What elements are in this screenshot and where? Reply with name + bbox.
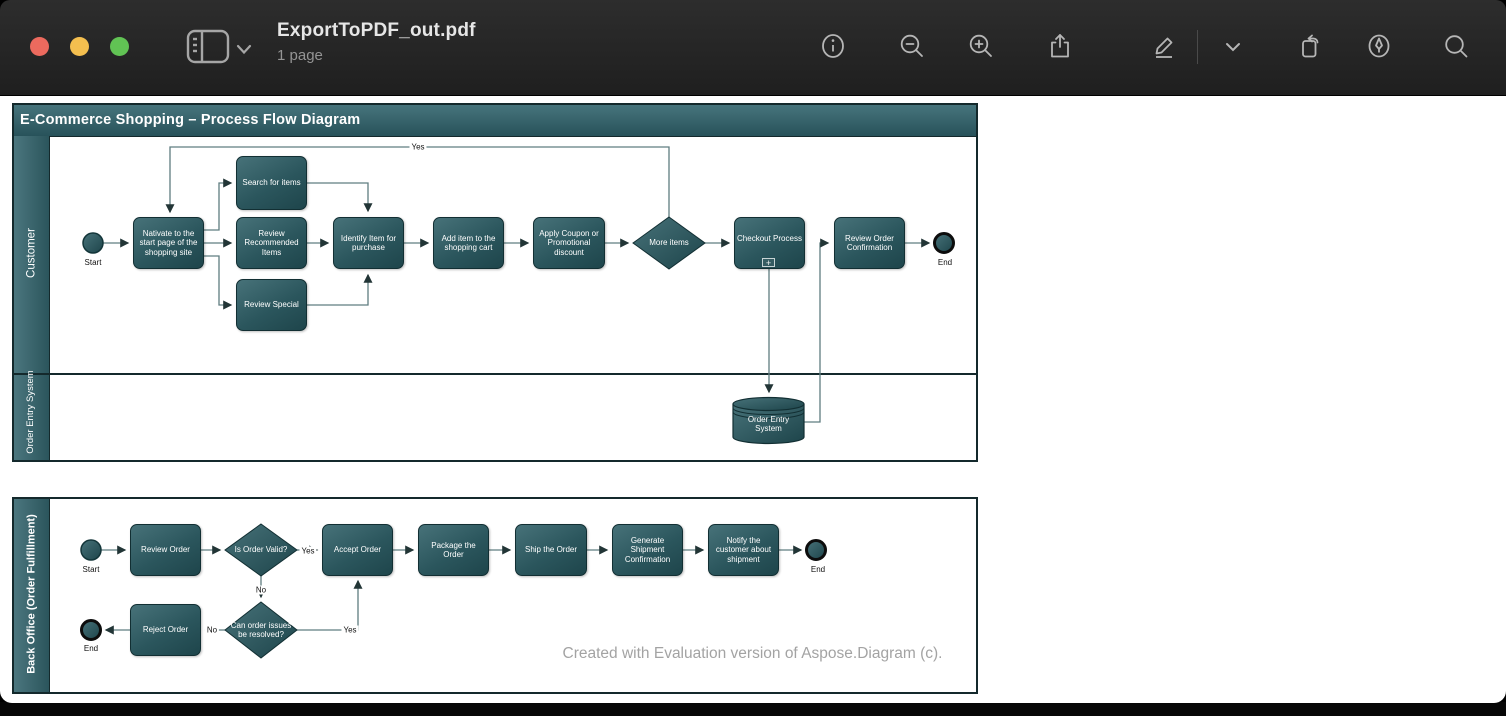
gateway-is-order-valid (224, 523, 298, 577)
traffic-lights (30, 37, 129, 56)
search-icon[interactable] (1442, 32, 1470, 62)
markup-chevron-icon[interactable] (1224, 40, 1252, 70)
datastore-order-entry-system (732, 396, 805, 445)
label-start-backoffice: Start (82, 565, 100, 574)
task-notify-customer: Notify the customer about shipment (708, 524, 779, 576)
lane-order-entry-system (14, 375, 50, 460)
fill-sign-icon[interactable] (1365, 32, 1393, 62)
task-search-items: Search for items (236, 156, 307, 210)
label-end-reject: End (83, 644, 99, 653)
sidebar-icon[interactable] (186, 29, 230, 70)
lane-label-back-office: Back Office (Order Fulfillment) (25, 514, 38, 674)
task-ship-order: Ship the Order (515, 524, 587, 576)
edge-label-no-resolve: No (204, 625, 220, 635)
edge-label-no-valid: No (253, 585, 269, 595)
zoom-out-icon[interactable] (898, 32, 926, 62)
task-checkout: Checkout Process (734, 217, 805, 269)
start-event-backoffice (80, 539, 102, 561)
zoom-in-icon[interactable] (967, 32, 995, 62)
end-event-shipment (805, 539, 827, 561)
task-identify-item: Identify Item for purchase (333, 217, 404, 269)
start-event-customer (82, 232, 104, 254)
lane-label-order-entry-system: Order Entry System (25, 370, 36, 454)
minimize-button[interactable] (70, 37, 89, 56)
close-button[interactable] (30, 37, 49, 56)
share-icon[interactable] (1046, 32, 1074, 62)
evaluation-watermark: Created with Evaluation version of Aspos… (562, 645, 943, 662)
lane-back-office (14, 499, 50, 692)
rotate-icon[interactable] (1296, 32, 1324, 62)
subprocess-plus-icon: + (762, 258, 775, 268)
pool-ecommerce: E-Commerce Shopping – Process Flow Diagr… (12, 103, 978, 462)
task-navigate: Nativate to the start page of the shoppi… (133, 217, 204, 269)
task-add-item: Add item to the shopping cart (433, 217, 504, 269)
window-title: ExportToPDF_out.pdf (277, 20, 476, 41)
task-review-recommended: Review Recommended Items (236, 217, 307, 269)
info-icon[interactable] (819, 32, 847, 62)
label-end-shipment: End (810, 565, 826, 574)
task-review-special: Review Special (236, 279, 307, 331)
task-review-order: Review Order (130, 524, 201, 576)
edge-label-yes-loop: Yes (409, 142, 427, 152)
sidebar-chevron-icon[interactable] (236, 42, 252, 60)
task-generate-confirmation: Generate Shipment Confirmation (612, 524, 683, 576)
lane-customer (14, 136, 50, 375)
zoom-window-button[interactable] (110, 37, 129, 56)
end-event-reject (80, 619, 102, 641)
task-apply-coupon: Apply Coupon or Promotional discount (533, 217, 605, 269)
task-package-order: Package the Order (418, 524, 489, 576)
task-review-confirmation: Review Order Confirmation (834, 217, 905, 269)
page-count: 1 page (277, 47, 323, 64)
label-start-customer: Start (84, 258, 102, 267)
markup-icon[interactable] (1151, 32, 1179, 62)
edge-label-yes-resolve: Yes (341, 625, 359, 635)
toolbar-divider (1197, 30, 1198, 64)
diagram-title: E-Commerce Shopping – Process Flow Diagr… (14, 105, 976, 137)
gateway-can-issues-resolve (224, 601, 298, 659)
desktop-behind-window (0, 702, 1506, 716)
lane-divider (14, 373, 976, 375)
lane-label-customer: Customer (25, 228, 38, 278)
edge-label-yes-valid: Yes (299, 546, 317, 556)
end-event-customer (933, 232, 955, 254)
task-accept-order: Accept Order (322, 524, 393, 576)
task-reject-order: Reject Order (130, 604, 201, 656)
label-end-customer: End (937, 258, 953, 267)
window-titlebar: ExportToPDF_out.pdf 1 page (0, 0, 1506, 96)
gateway-more-items (632, 216, 706, 270)
